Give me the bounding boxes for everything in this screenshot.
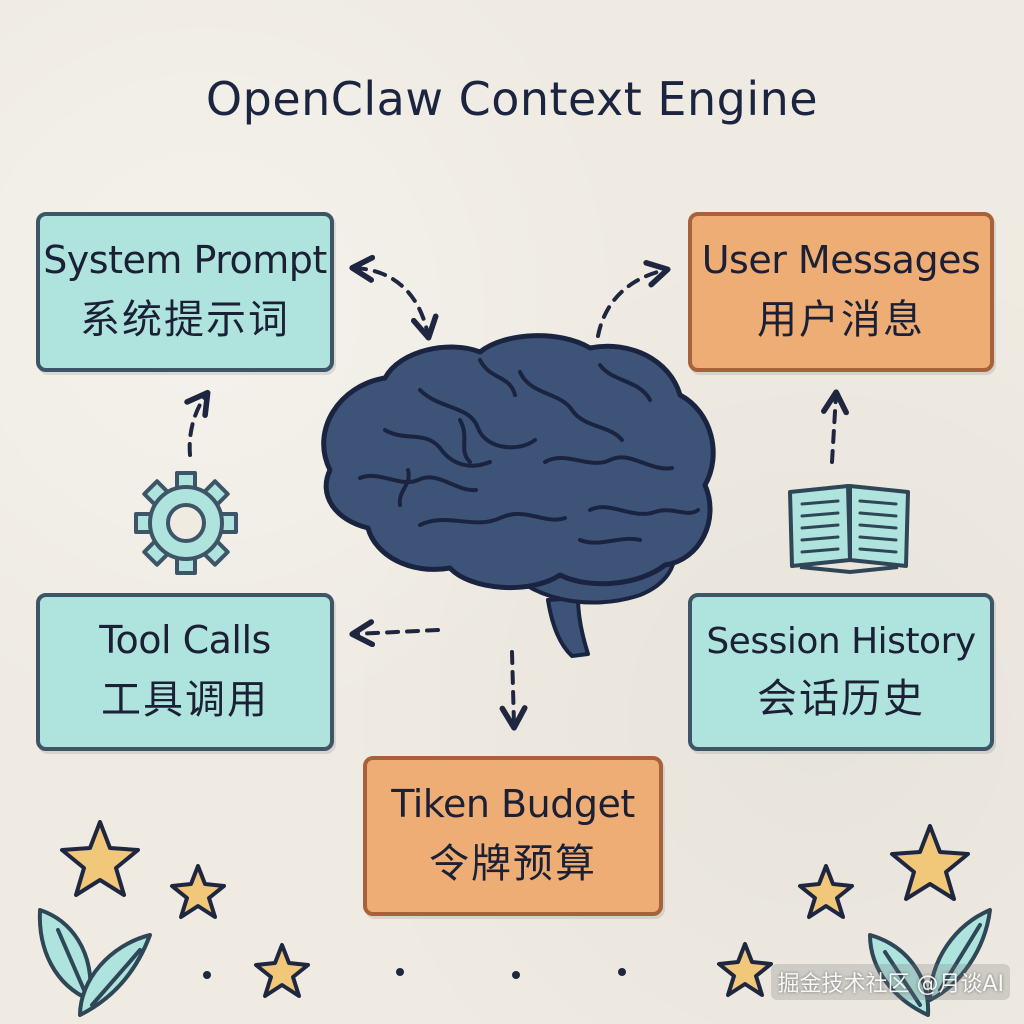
watermark: 掘金技术社区 @月谈AI <box>771 964 1010 1000</box>
user-messages-label-en: User Messages <box>701 238 981 283</box>
user-messages-label-zh: 用户消息 <box>757 296 925 343</box>
arrow-system-brain <box>349 254 439 341</box>
decorative-dots <box>203 968 626 979</box>
system-prompt-label-zh: 系统提示词 <box>80 296 290 343</box>
arrow-book-user <box>821 389 849 464</box>
star-icon <box>60 820 140 897</box>
arrow-brain-user <box>596 260 671 338</box>
system-prompt-label-en: System Prompt <box>43 238 327 283</box>
session-history-label-zh: 会话历史 <box>757 675 925 722</box>
arrow-gear-system <box>184 389 211 457</box>
system-prompt-box: System Prompt 系统提示词 <box>36 212 334 372</box>
tool-calls-label-zh: 工具调用 <box>101 676 269 723</box>
session-history-label-en: Session History <box>706 620 976 662</box>
star-icon <box>890 824 970 901</box>
star-icon <box>254 943 310 998</box>
star-icon <box>798 864 854 919</box>
star-icon <box>717 942 773 997</box>
tool-calls-box: Tool Calls 工具调用 <box>36 593 334 751</box>
token-budget-box: Tiken Budget 令牌预算 <box>363 756 663 916</box>
arrow-brain-token <box>499 650 528 731</box>
user-messages-box: User Messages 用户消息 <box>688 212 994 372</box>
open-book-icon <box>788 484 910 575</box>
leaf-icon <box>868 908 992 1017</box>
star-icon <box>170 864 226 919</box>
arrow-brain-tool <box>349 619 440 648</box>
gear-icon <box>134 471 238 575</box>
session-history-box: Session History 会话历史 <box>688 593 994 751</box>
token-budget-label-en: Tiken Budget <box>391 782 635 827</box>
leaf-icon <box>37 908 152 1017</box>
tool-calls-label-en: Tool Calls <box>99 618 271 663</box>
diagram-title: OpenClaw Context Engine <box>205 72 819 126</box>
token-budget-label-zh: 令牌预算 <box>429 840 597 887</box>
brain-icon <box>321 333 716 658</box>
